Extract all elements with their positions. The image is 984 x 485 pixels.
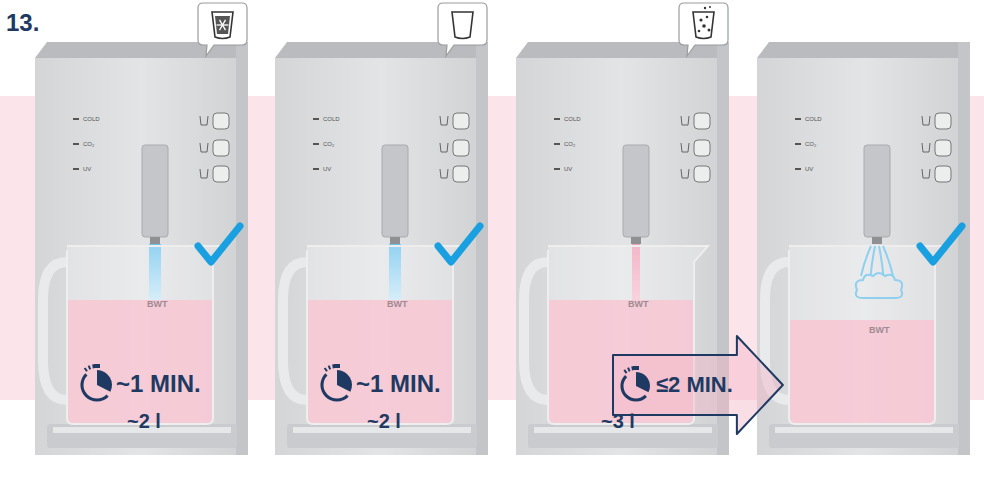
- time-arrow: ≤2 MIN.: [612, 335, 785, 435]
- measuring-jug: [283, 246, 467, 424]
- indicator-label: COLD: [323, 116, 340, 122]
- indicator-label: UV: [805, 166, 813, 172]
- quantity-label: ~2 l: [127, 411, 161, 431]
- indicator-label: COLD: [564, 116, 581, 122]
- indicator-label: COLD: [83, 116, 100, 122]
- measuring-jug: [43, 246, 227, 424]
- brand-mark: BWT: [869, 326, 890, 335]
- indicator-label: UV: [564, 166, 572, 172]
- quantity-label: ~1 MIN.: [116, 372, 201, 396]
- steam-spray: [856, 246, 902, 298]
- duration-label: ≤2 MIN.: [656, 374, 733, 396]
- indicator-label: CO₂: [323, 141, 334, 147]
- check-mark: [920, 226, 962, 262]
- quantity-label: ~1 MIN.: [356, 372, 441, 396]
- indicator-label: UV: [323, 166, 331, 172]
- indicator-label: COLD: [805, 116, 822, 122]
- check-mark: [438, 226, 480, 262]
- indicator-label: CO₂: [83, 141, 94, 147]
- quantity-label: ~2 l: [367, 411, 401, 431]
- speech-bubble: [198, 3, 247, 56]
- speech-bubble: [679, 3, 728, 56]
- brand-mark: BWT: [147, 300, 168, 309]
- dispenser: [35, 3, 248, 455]
- indicator-label: CO₂: [564, 141, 575, 147]
- timer-icon: [320, 364, 352, 402]
- brand-mark: BWT: [628, 300, 649, 309]
- brand-mark: BWT: [387, 300, 408, 309]
- timer-icon: [80, 364, 112, 402]
- timer-icon: [620, 366, 650, 402]
- speech-bubble: [438, 3, 487, 56]
- measuring-jug: [765, 246, 949, 424]
- dispenser: [275, 3, 488, 455]
- indicator-label: CO₂: [805, 141, 816, 147]
- dispenser: [757, 42, 970, 455]
- indicator-label: UV: [83, 166, 91, 172]
- check-mark: [198, 226, 240, 262]
- step-number: 13.: [6, 11, 39, 35]
